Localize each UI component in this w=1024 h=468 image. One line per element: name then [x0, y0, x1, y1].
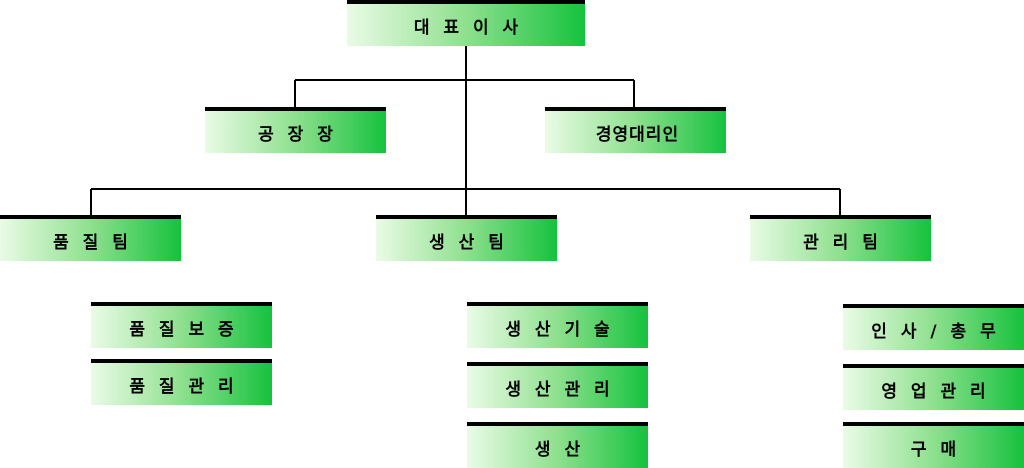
admin-team-label: 관 리 팀: [803, 232, 882, 253]
business-agent-label: 경영대리인: [595, 124, 680, 145]
production-team-box: 생 산 팀: [376, 215, 557, 261]
hr-general-label: 인 사 / 총 무: [871, 321, 1000, 342]
production-team-label: 생 산 팀: [429, 232, 508, 253]
factory-manager-label: 공 장 장: [258, 124, 337, 145]
factory-manager-box: 공 장 장: [205, 107, 386, 153]
quality-assurance-label: 품 질 보 증: [129, 319, 238, 340]
quality-management-label: 품 질 관 리: [129, 376, 238, 397]
production-management-box: 생 산 관 리: [467, 362, 648, 408]
quality-team-label: 품 질 팀: [53, 232, 132, 253]
ceo-box: 대 표 이 사: [347, 0, 585, 46]
hr-general-box: 인 사 / 총 무: [843, 304, 1024, 350]
quality-team-box: 품 질 팀: [0, 215, 181, 261]
purchasing-label: 구 매: [910, 439, 961, 460]
production-tech-box: 생 산 기 술: [467, 302, 648, 348]
production-management-label: 생 산 관 리: [505, 379, 614, 400]
quality-assurance-box: 품 질 보 증: [91, 302, 272, 348]
purchasing-box: 구 매: [843, 422, 1024, 468]
quality-management-box: 품 질 관 리: [91, 359, 272, 405]
business-agent-box: 경영대리인: [545, 107, 726, 153]
admin-team-box: 관 리 팀: [750, 215, 931, 261]
ceo-label: 대 표 이 사: [413, 17, 523, 38]
production-box: 생 산: [467, 422, 648, 468]
production-label: 생 산: [534, 439, 585, 460]
sales-management-label: 영 업 관 리: [881, 381, 990, 402]
sales-management-box: 영 업 관 리: [843, 364, 1024, 410]
production-tech-label: 생 산 기 술: [505, 319, 614, 340]
